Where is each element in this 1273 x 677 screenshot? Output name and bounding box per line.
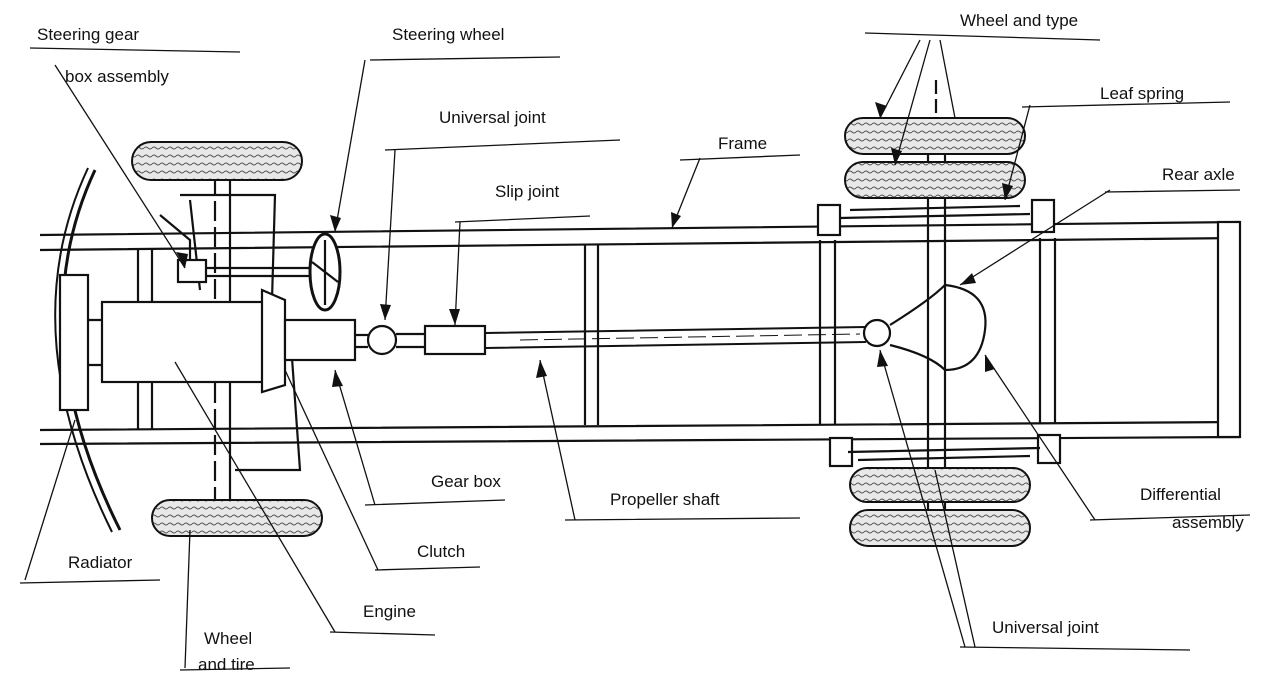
tire-rear-top-inner: [844, 161, 1026, 199]
label-differential-line2: assembly: [1172, 513, 1244, 532]
gearbox: [283, 318, 357, 362]
label-steering-gear-line2: box assembly: [65, 67, 169, 86]
clutch-housing: [260, 288, 287, 394]
labels: Steering gear box assembly Steering whee…: [37, 11, 1244, 674]
leader-lines: [19, 32, 1251, 671]
label-universal-joint-front: Universal joint: [439, 108, 546, 127]
engine-block: [100, 300, 274, 384]
tires: [131, 117, 1031, 547]
tire-rear-bottom-outer: [849, 509, 1031, 547]
label-clutch: Clutch: [417, 542, 465, 561]
tire-rear-top-outer: [844, 117, 1026, 155]
label-wheel-and-type: Wheel and type: [960, 11, 1078, 30]
label-frame: Frame: [718, 134, 767, 153]
label-gear-box: Gear box: [431, 472, 501, 491]
label-steering-wheel: Steering wheel: [392, 25, 504, 44]
propeller-shaft: [484, 326, 867, 349]
radiator-block: [58, 273, 90, 412]
rear-universal-joint: [862, 318, 892, 348]
differential: [889, 283, 987, 372]
slip-joint: [423, 324, 487, 356]
frame-rail-top: [39, 220, 1241, 252]
label-rear-axle: Rear axle: [1162, 165, 1235, 184]
leaf-spring-top: [839, 204, 1031, 220]
tire-front-bottom: [151, 499, 323, 537]
label-wheel-and-tire-line1: Wheel: [204, 629, 252, 648]
label-radiator: Radiator: [68, 553, 133, 572]
rear-crossmember: [818, 240, 837, 425]
tire-front-top: [131, 141, 303, 181]
label-leaf-spring: Leaf spring: [1100, 84, 1184, 103]
label-steering-gear-line1: Steering gear: [37, 25, 139, 44]
label-differential-line1: Differential: [1140, 485, 1221, 504]
label-universal-joint-rear: Universal joint: [992, 618, 1099, 637]
label-propeller-shaft: Propeller shaft: [610, 490, 720, 509]
label-engine: Engine: [363, 602, 416, 621]
tire-rear-bottom-inner: [849, 467, 1031, 503]
front-universal-joint: [366, 324, 398, 356]
label-slip-joint: Slip joint: [495, 182, 560, 201]
label-wheel-and-tire-line2: and tire: [198, 655, 255, 674]
arrowheads: [176, 102, 1013, 387]
